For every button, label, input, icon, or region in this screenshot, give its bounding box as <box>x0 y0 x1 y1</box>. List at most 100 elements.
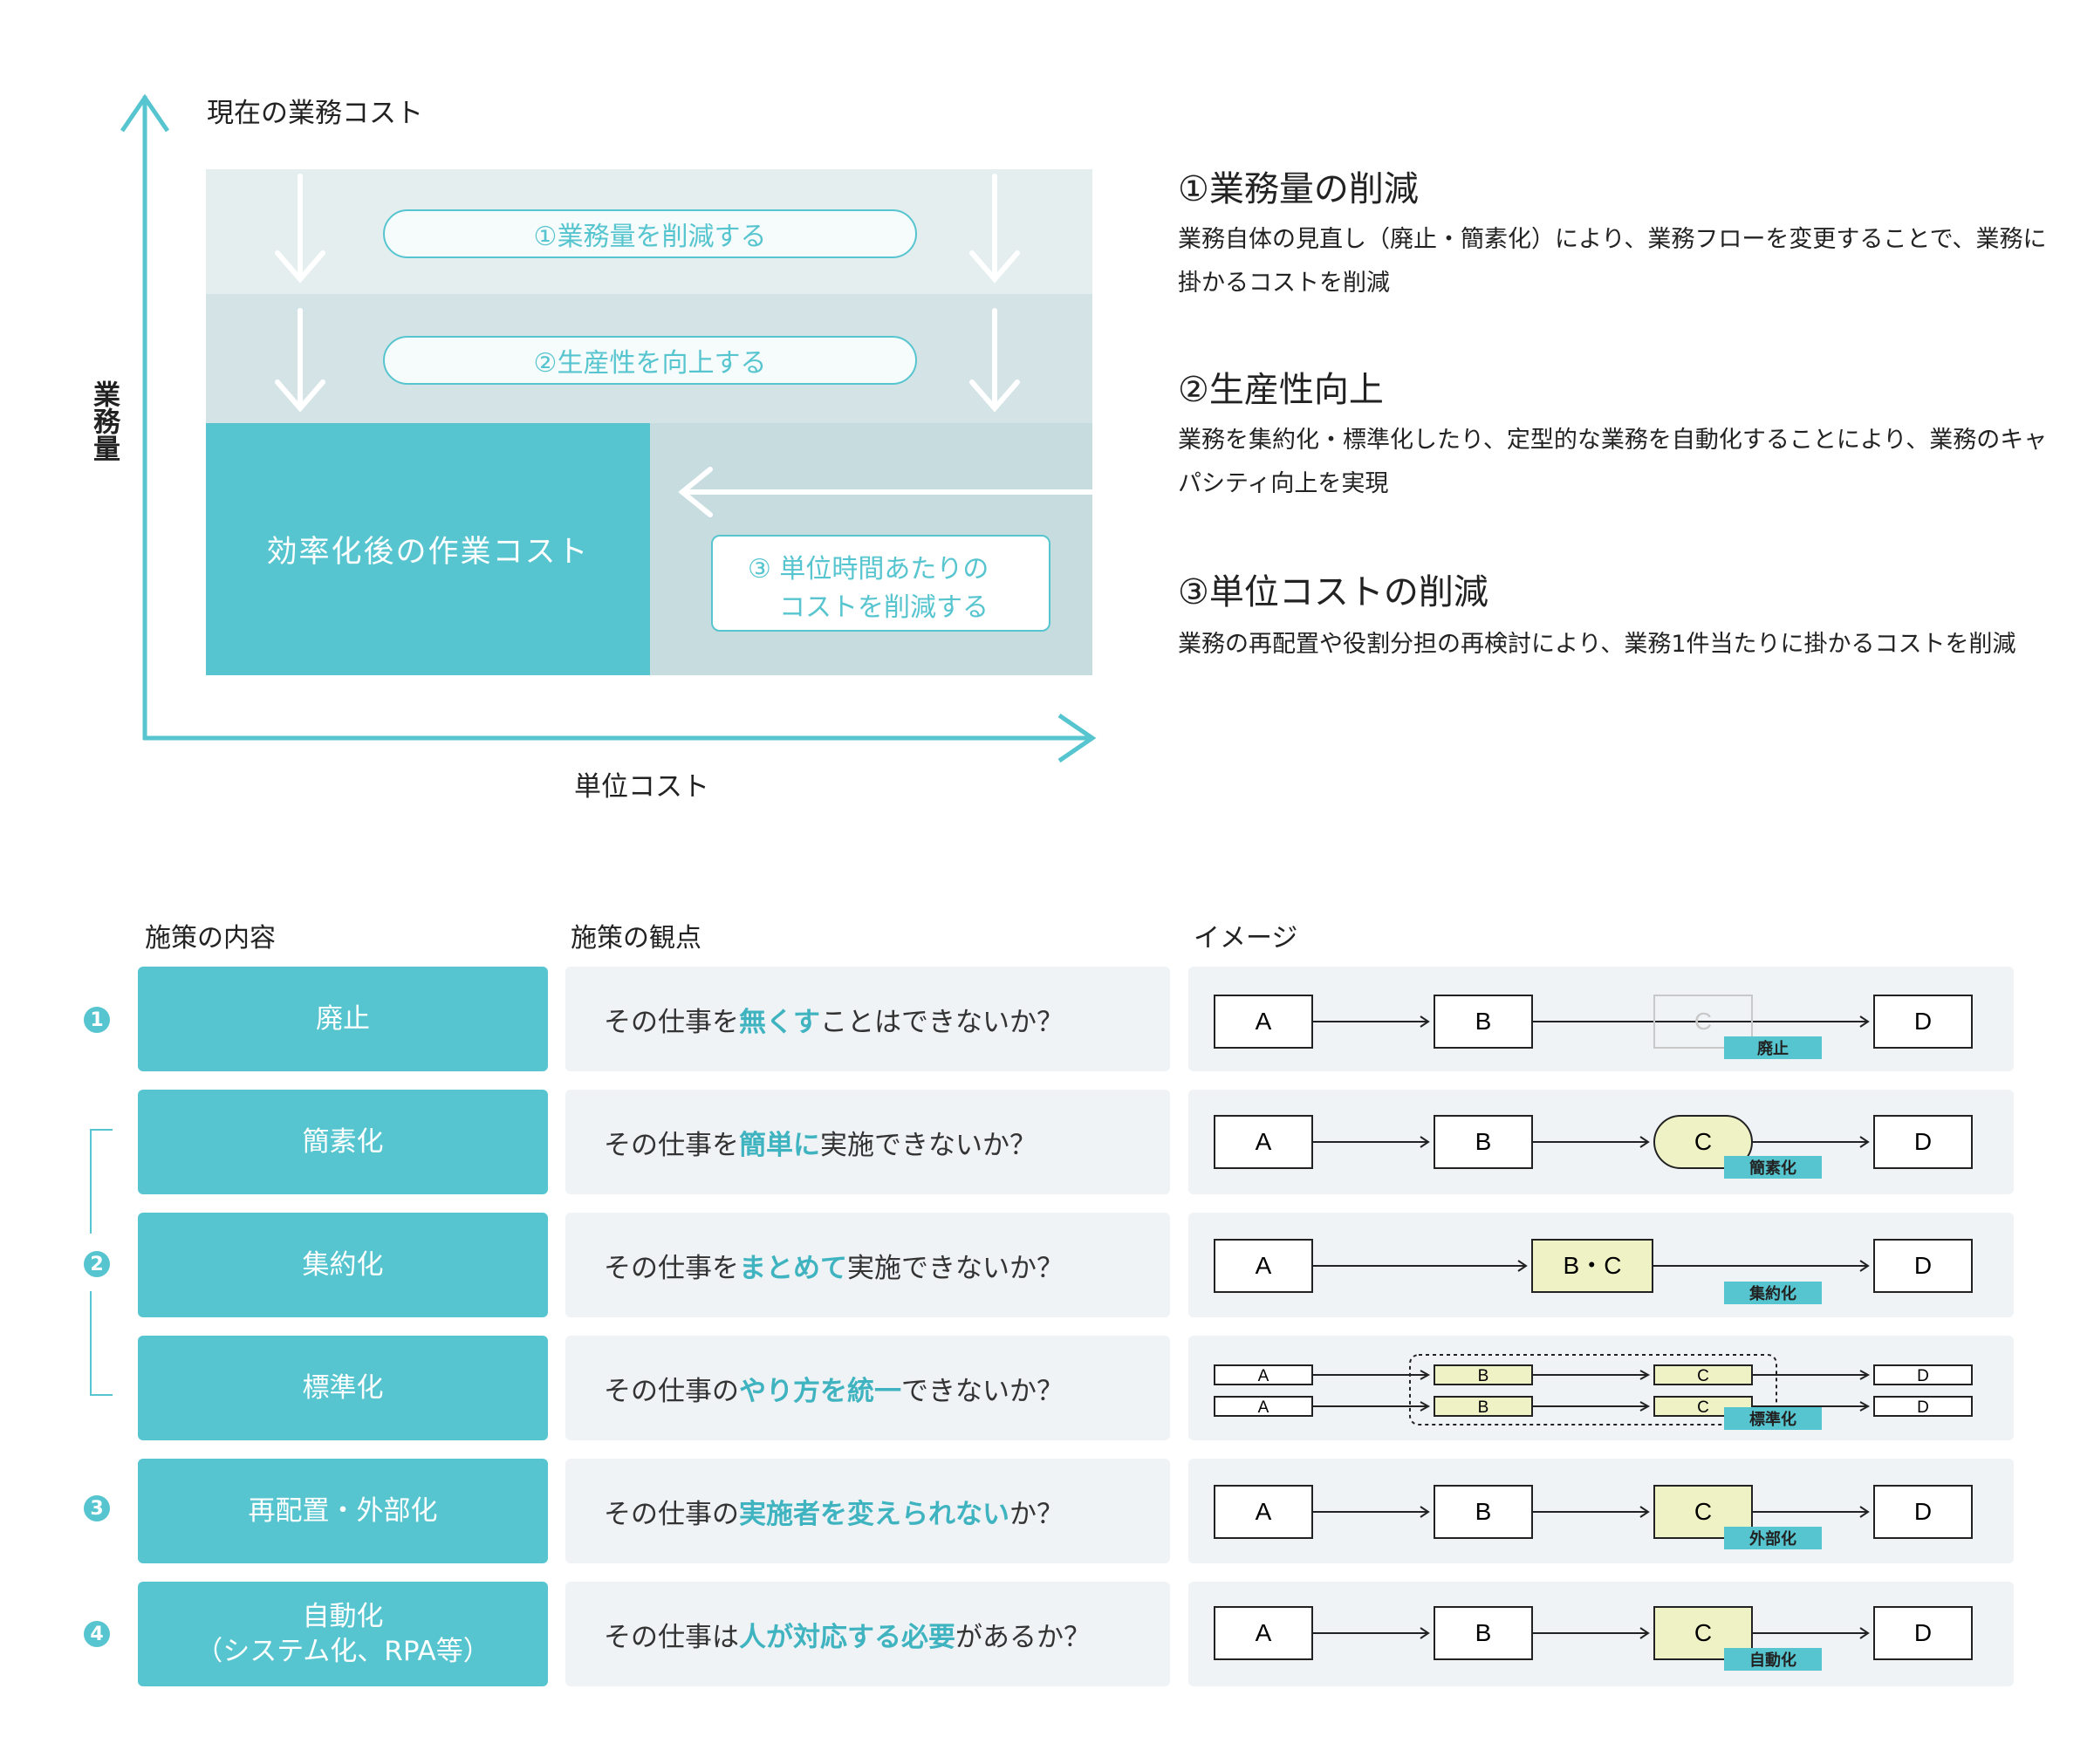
node-b-label: B <box>1475 1619 1492 1646</box>
cost-diagram: 効率化後の作業コスト 現在の業務コスト 業務量 単位コスト ①業務量を削減する … <box>0 0 1134 820</box>
node-a-label: A <box>1256 1008 1272 1035</box>
question-highlight: 無くす <box>739 1006 820 1038</box>
header-image: イメージ <box>1194 923 1298 954</box>
measure-sublabel: （システム化、RPA等） <box>195 1636 490 1667</box>
node-c-label: C <box>1694 1128 1712 1155</box>
node-a <box>1214 1606 1313 1660</box>
node-a <box>1214 1239 1313 1293</box>
group-bracket-bottom <box>90 1291 113 1396</box>
measure-label: 自動化 <box>302 1601 384 1632</box>
question-text: その仕事を <box>604 1006 739 1038</box>
tag-label: 自動化 <box>1749 1651 1796 1670</box>
node-a-label: A <box>1256 1619 1272 1646</box>
pill-reduce-unit-cost-line1: ③ 単位時間あたりの <box>748 554 989 585</box>
node-d-label: D <box>1914 1252 1932 1279</box>
node-a <box>1214 995 1313 1049</box>
measure-label: 再配置・外部化 <box>248 1495 438 1527</box>
node-c-label: C <box>1697 1367 1709 1385</box>
node-bc <box>1531 1239 1653 1293</box>
node-b-label: B <box>1475 1498 1492 1525</box>
node-d <box>1873 1485 1973 1539</box>
node-d <box>1873 1396 1973 1417</box>
node-d-label: D <box>1914 1008 1932 1035</box>
y-axis-top-label: 現在の業務コスト <box>207 98 423 129</box>
node-a <box>1214 1485 1313 1539</box>
badge-4: 4 <box>84 1621 110 1647</box>
measure-label: 廃止 <box>316 1003 370 1035</box>
node-b-label: B <box>1478 1398 1489 1417</box>
question-text: その仕事の <box>604 1498 739 1530</box>
efficient-cost-box: 効率化後の作業コスト <box>206 423 650 675</box>
question-text: その仕事の <box>604 1375 739 1407</box>
node-d-label: D <box>1917 1398 1929 1417</box>
pill-reduce-volume: ①業務量を削減する <box>383 209 917 258</box>
section-body-2: 業務を集約化・標準化したり、定型的な業務を自動化することにより、業務のキャパシテ… <box>1178 427 2048 497</box>
node-d-label: D <box>1914 1619 1932 1646</box>
question-cell: その仕事は人が対応する必要があるか？ <box>565 1582 1170 1686</box>
question-cell: その仕事を無くすことはできないか？ <box>565 967 1170 1071</box>
measure-consolidate: 集約化 <box>138 1213 548 1317</box>
node-a-label: A <box>1256 1128 1272 1155</box>
tag-label: 標準化 <box>1749 1410 1796 1428</box>
node-c-label: C <box>1694 1008 1712 1035</box>
measure-label: 集約化 <box>302 1249 384 1281</box>
node-c-label: C <box>1697 1398 1709 1417</box>
node-b-label: B <box>1478 1367 1489 1385</box>
question-text: 実施できないか？ <box>847 1252 1064 1284</box>
standardize-group <box>1409 1354 1777 1426</box>
flow-image-abolish: A B C D 廃止 <box>1188 967 2014 1071</box>
measure-relocate: 再配置・外部化 <box>138 1459 548 1563</box>
tag-label: 外部化 <box>1749 1529 1796 1549</box>
badge-2: 2 <box>84 1251 110 1277</box>
question-highlight: 実施者を変えられない <box>739 1498 1009 1530</box>
question-text: その仕事は <box>604 1621 739 1653</box>
measure-label: 標準化 <box>302 1372 384 1404</box>
question-cell: その仕事を簡単に実施できないか？ <box>565 1090 1170 1194</box>
pill-reduce-volume-label: ①業務量を削減する <box>533 222 767 252</box>
flow-image-standardize: A B C D A B C D 標準化 <box>1188 1336 2014 1440</box>
node-a-label: A <box>1256 1498 1272 1525</box>
question-text: があるか？ <box>955 1621 1091 1653</box>
node-d-label: D <box>1917 1367 1929 1385</box>
pill-reduce-unit-cost: ③ 単位時間あたりの コストを削減する <box>711 535 1050 632</box>
tag-label: 廃止 <box>1757 1039 1789 1058</box>
measure-simplify: 簡素化 <box>138 1090 548 1194</box>
flow-image-consolidate: A B・C D 集約化 <box>1188 1213 2014 1317</box>
y-axis-label: 業務量 <box>88 380 120 462</box>
node-b <box>1434 1606 1533 1660</box>
pill-reduce-unit-cost-line2: コストを削減する <box>779 592 989 623</box>
node-b-label: B <box>1475 1008 1492 1035</box>
node-a-label: A <box>1256 1252 1272 1279</box>
measure-automate: 自動化 （システム化、RPA等） <box>138 1582 548 1686</box>
node-c-label: C <box>1694 1619 1712 1646</box>
question-highlight: 人が対応する必要 <box>739 1621 955 1653</box>
measure-abolish: 廃止 <box>138 967 548 1071</box>
question-cell: その仕事をまとめて実施できないか？ <box>565 1213 1170 1317</box>
question-text: できないか？ <box>901 1375 1064 1407</box>
section-body-1: 業務自体の見直し（廃止・簡素化）により、業務フローを変更することで、業務に掛かる… <box>1178 226 2047 297</box>
node-d <box>1873 1606 1973 1660</box>
badge-1: 1 <box>84 1007 110 1033</box>
node-bc-label: B・C <box>1564 1252 1622 1279</box>
flow-image-automate: A B C D 自動化 <box>1188 1582 2014 1686</box>
group-bracket-top <box>90 1129 113 1234</box>
badge-3: 3 <box>84 1495 110 1521</box>
node-d <box>1873 995 1973 1049</box>
node-d <box>1873 1364 1973 1385</box>
flow-image-simplify: A B C D 簡素化 <box>1188 1090 2014 1194</box>
pill-improve-productivity-label: ②生産性を向上する <box>533 348 767 379</box>
node-d-label: D <box>1914 1498 1932 1525</box>
tag-consolidate <box>1724 1282 1822 1304</box>
tag-label: 簡素化 <box>1749 1159 1796 1178</box>
question-highlight: まとめて <box>739 1252 847 1284</box>
header-content: 施策の内容 <box>145 923 276 954</box>
tag-abolish <box>1724 1036 1822 1059</box>
tag-label: 集約化 <box>1748 1284 1796 1303</box>
node-d <box>1873 1239 1973 1293</box>
section-title-1: ①業務量の削減 <box>1178 169 1419 209</box>
efficient-cost-label: 効率化後の作業コスト <box>266 535 590 570</box>
header-viewpoint: 施策の観点 <box>571 923 701 954</box>
question-text: その仕事を <box>604 1252 739 1284</box>
node-c-label: C <box>1694 1498 1712 1525</box>
question-text: か？ <box>1009 1498 1064 1530</box>
